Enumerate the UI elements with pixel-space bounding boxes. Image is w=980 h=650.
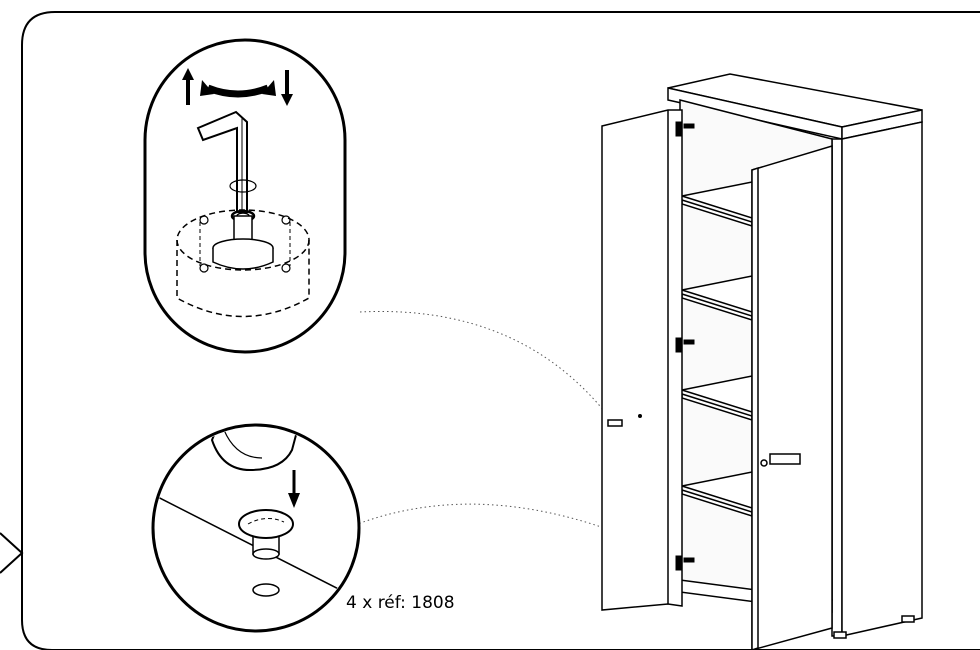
part-quantity: 4 x [346, 593, 373, 613]
door-handle-right [760, 453, 801, 467]
part-reference-label: 4 x réf: 1808 [346, 593, 455, 613]
adjust-arrows-icon [182, 68, 293, 106]
wardrobe-cabinet [601, 73, 923, 650]
door-handle-left [607, 419, 623, 427]
step-pointer [0, 532, 24, 574]
finger-icon [210, 427, 302, 472]
detail-adjust-foot [143, 38, 347, 354]
part-reference: réf: 1808 [377, 593, 455, 613]
step-frame [21, 11, 980, 650]
cam-lock-insert-icon [238, 509, 294, 597]
leader-line-top [359, 310, 681, 561]
leader-line-bottom [354, 503, 681, 561]
hinge-icons [638, 121, 695, 571]
adjustable-foot-icon [176, 179, 310, 318]
detail-press-insert [151, 423, 361, 633]
press-down-arrow-icon [288, 470, 300, 508]
